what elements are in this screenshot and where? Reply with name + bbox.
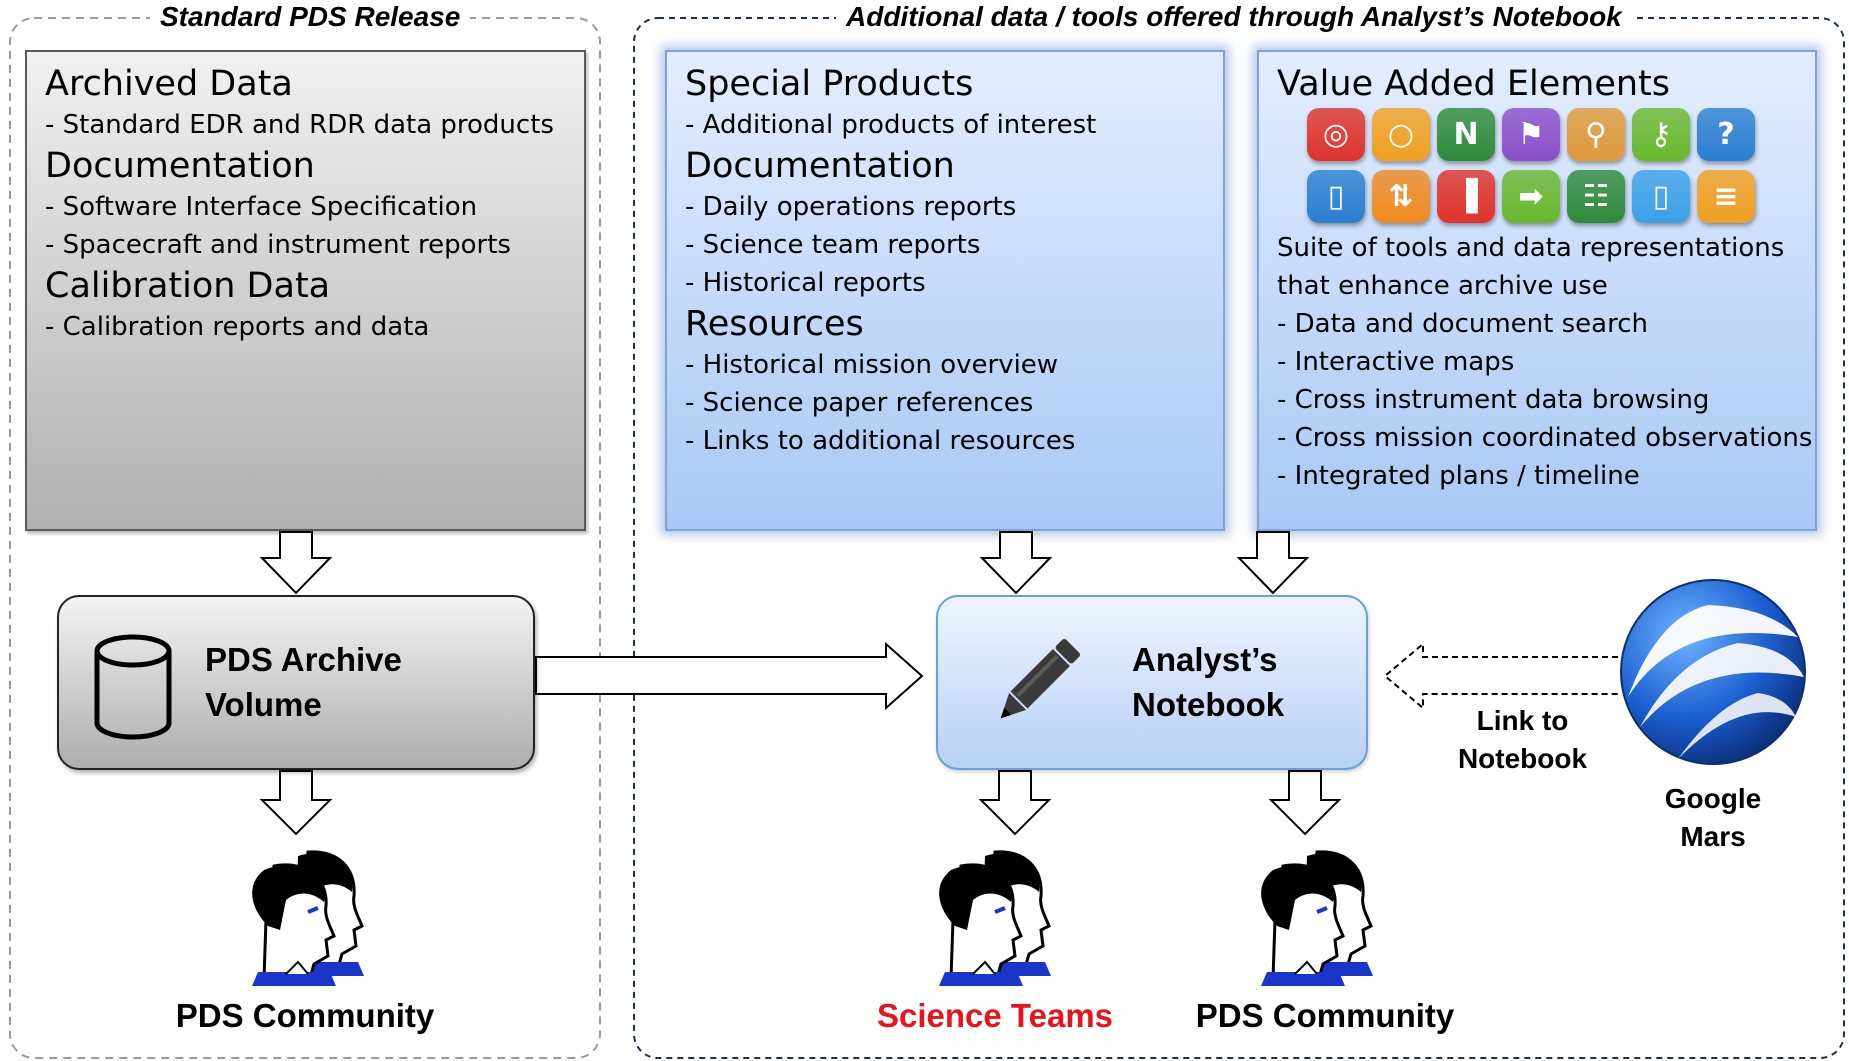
group-item: - Science team reports	[685, 230, 981, 260]
pencil-icon	[1000, 638, 1081, 719]
google-label-line: Mars	[1680, 821, 1746, 852]
value-description-line: that enhance archive use	[1277, 271, 1608, 301]
archive-group: Documentation - Software Interface Speci…	[45, 144, 566, 264]
group-item: - Additional products of interest	[685, 110, 1097, 140]
archive-group: Calibration Data - Calibration reports a…	[45, 264, 566, 346]
archive-group: Archived Data - Standard EDR and RDR dat…	[45, 62, 566, 144]
group-item: - Daily operations reports	[685, 192, 1017, 222]
database-icon	[94, 634, 172, 740]
left-community-caption: PDS Community	[175, 997, 435, 1034]
standard-release-title: Standard PDS Release	[150, 0, 471, 34]
down-arrow	[259, 531, 333, 595]
volume-to-notebook-arrow	[535, 641, 924, 711]
link-label-line: Notebook	[1457, 743, 1588, 774]
group-heading: Documentation	[45, 146, 315, 186]
right-community-caption: PDS Community	[1195, 997, 1455, 1034]
notebook-label-line: Analyst’s	[1132, 641, 1278, 678]
value-added-card: Value Added Elements ◎○N⚑⚲⚷?▯⇅▐➡☷▯≡ Suit…	[1257, 50, 1817, 531]
google-label-line: Google	[1664, 783, 1762, 814]
group-heading: Calibration Data	[45, 266, 331, 306]
special-group: Documentation - Daily operations reports…	[685, 144, 1205, 302]
group-heading: Documentation	[685, 146, 955, 186]
down-arrow	[978, 770, 1052, 836]
people-icon	[939, 850, 1051, 986]
link-label: Link to Notebook	[1445, 702, 1600, 778]
special-group: Resources - Historical mission overview …	[685, 302, 1205, 460]
google-link-arrow	[1383, 641, 1618, 711]
bar-chart-icon: ▐	[1437, 170, 1495, 223]
volume-label-line: PDS Archive	[205, 641, 402, 678]
people-icon	[252, 850, 364, 986]
volume-label-line: Volume	[205, 686, 322, 723]
group-item: - Science paper references	[685, 388, 1034, 418]
special-products-card: Special Products - Additional products o…	[665, 50, 1225, 531]
notebook-label-line: Notebook	[1132, 686, 1285, 723]
value-item: - Cross mission coordinated observations	[1277, 423, 1813, 453]
right-arrow-icon: ➡	[1502, 170, 1560, 223]
group-item: - Links to additional resources	[685, 426, 1076, 456]
additional-data-title: Additional data / tools offered through …	[836, 0, 1632, 34]
down-arrow	[1268, 770, 1342, 836]
page-icon: ▯	[1632, 170, 1690, 223]
people-icon	[1261, 850, 1373, 986]
document-icon: ▯	[1307, 170, 1365, 223]
down-arrow	[1236, 531, 1310, 595]
flag-icon: ⚑	[1502, 108, 1560, 161]
group-item: - Spacecraft and instrument reports	[45, 230, 511, 260]
group-item: - Historical reports	[685, 268, 926, 298]
group-heading: Value Added Elements	[1277, 64, 1671, 104]
additional-data-border	[633, 17, 1845, 1059]
timeline-icon: ≡	[1697, 170, 1755, 223]
tool-icon-grid: ◎○N⚑⚲⚷?▯⇅▐➡☷▯≡	[1307, 108, 1797, 223]
group-item: - Calibration reports and data	[45, 312, 430, 342]
up-down-arrows-icon: ⇅	[1372, 170, 1430, 223]
group-item: - Standard EDR and RDR data products	[45, 110, 554, 140]
pds-archive-volume-node: PDS Archive Volume	[57, 595, 535, 770]
value-description-line: Suite of tools and data representations	[1277, 233, 1785, 263]
special-group: Special Products - Additional products o…	[685, 62, 1205, 144]
science-teams-caption: Science Teams	[876, 997, 1114, 1034]
value-item: - Integrated plans / timeline	[1277, 461, 1640, 491]
google-mars-label: Google Mars	[1638, 780, 1788, 856]
ring-icon: ○	[1372, 108, 1430, 161]
link-label-line: Link to	[1476, 705, 1569, 736]
down-arrow	[979, 531, 1053, 595]
group-heading: Special Products	[685, 64, 974, 104]
down-arrow	[259, 770, 333, 836]
analysts-notebook-node: Analyst’s Notebook	[936, 595, 1368, 770]
key-icon: ⚷	[1632, 108, 1690, 161]
value-group: Value Added Elements	[1277, 62, 1797, 106]
group-heading: Resources	[685, 304, 864, 344]
value-item: - Cross instrument data browsing	[1277, 385, 1710, 415]
value-item: - Interactive maps	[1277, 347, 1515, 377]
north-arrow-icon: N	[1437, 108, 1495, 161]
google-mars-globe-icon	[1620, 579, 1806, 765]
archived-data-card: Archived Data - Standard EDR and RDR dat…	[25, 50, 586, 531]
spreadsheet-icon: ☷	[1567, 170, 1625, 223]
target-icon: ◎	[1307, 108, 1365, 161]
group-item: - Software Interface Specification	[45, 192, 478, 222]
group-heading: Archived Data	[45, 64, 293, 104]
group-item: - Historical mission overview	[685, 350, 1059, 380]
value-item: - Data and document search	[1277, 309, 1648, 339]
magnifier-icon: ⚲	[1567, 108, 1625, 161]
question-icon: ?	[1697, 108, 1755, 161]
